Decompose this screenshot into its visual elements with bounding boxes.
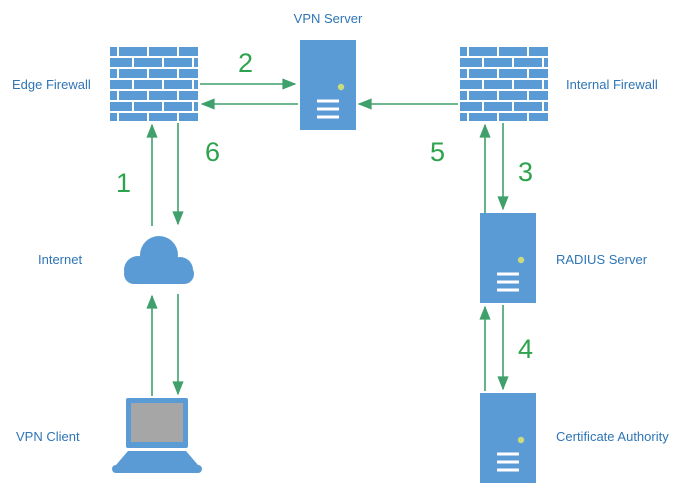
radius-server-icon <box>480 213 536 303</box>
vpn-server-label: VPN Server <box>293 11 363 26</box>
step-4-number: 4 <box>518 334 534 364</box>
step-5-number: 5 <box>430 137 446 167</box>
vpn-server-icon <box>300 40 356 130</box>
radius-server-label: RADIUS Server <box>556 252 648 267</box>
step-2-number: 2 <box>238 48 254 78</box>
certificate-authority-icon <box>480 393 536 483</box>
step-1-number: 1 <box>116 168 132 198</box>
internet-cloud-icon <box>116 228 202 292</box>
edge-firewall-label: Edge Firewall <box>12 77 91 92</box>
step-6-number: 6 <box>205 137 221 167</box>
internal-firewall-icon <box>460 45 548 121</box>
certificate-authority-label: Certificate Authority <box>556 429 669 444</box>
edge-firewall-icon <box>110 45 198 121</box>
step-3-number: 3 <box>518 157 534 187</box>
internal-firewall-label: Internal Firewall <box>566 77 658 92</box>
vpn-client-laptop-icon <box>112 398 202 476</box>
vpn-client-label: VPN Client <box>16 429 80 444</box>
internet-label: Internet <box>38 252 83 267</box>
